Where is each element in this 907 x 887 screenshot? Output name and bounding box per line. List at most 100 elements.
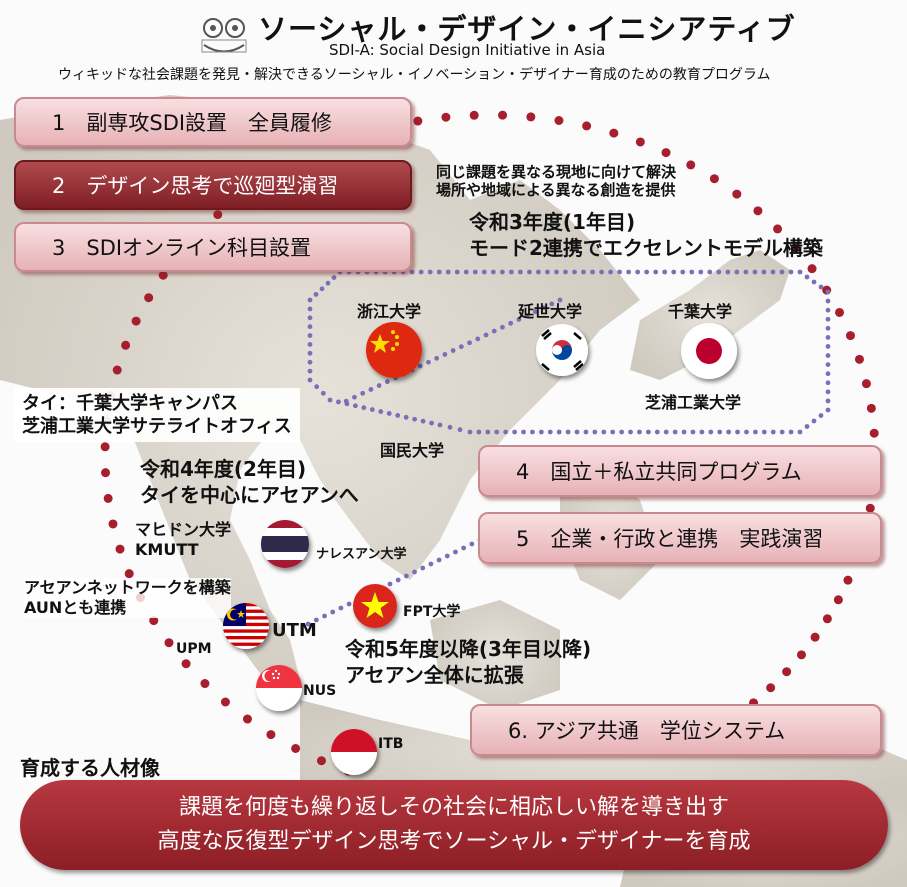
kokumin-label: 国民大学 <box>380 441 445 460</box>
purple-dot <box>549 301 555 307</box>
red-dot <box>100 442 110 452</box>
purple-dot <box>610 429 616 435</box>
purple-dot <box>320 390 326 396</box>
purple-dot <box>307 306 313 312</box>
purple-dot <box>360 390 366 396</box>
purple-dot <box>307 368 313 374</box>
purple-dot <box>825 344 831 349</box>
purple-dot <box>818 413 824 418</box>
purple-dot <box>637 429 642 435</box>
purple-dot <box>743 269 749 275</box>
purple-dot <box>476 429 482 435</box>
purple-dot <box>475 336 481 342</box>
asean-network-line-1: アセアンネットワークを構築 <box>24 578 231 597</box>
purple-dot <box>581 269 586 275</box>
bottom-line-1: 課題を何度も繰り返しその社会に相応しい解を導き出す <box>178 795 729 820</box>
red-dot <box>266 730 276 740</box>
year2-line-2: タイを中心にアセアンへ <box>140 483 359 507</box>
purple-dot <box>307 350 313 356</box>
purple-dot <box>412 569 417 575</box>
same-problem-line-2: 場所や地域による異なる創造を提供 <box>436 181 676 199</box>
purple-dot <box>617 269 623 275</box>
purple-dot <box>788 429 794 435</box>
purple-dot <box>512 429 517 435</box>
purple-dot <box>530 429 535 435</box>
talent-heading: 育成する人材像 <box>20 756 160 780</box>
red-dot <box>131 316 141 326</box>
red-dot <box>498 110 508 120</box>
purple-dot <box>330 609 336 615</box>
asean-network-note: アセアンネットワークを構築 AUNとも連携 <box>24 578 231 618</box>
year1-note: 令和3年度(1年目) モード2連携でエクセレントモデル構築 <box>469 209 823 261</box>
purple-dot <box>563 269 568 275</box>
year3-note: 令和5年度以降(3年目以降) アセアン全体に拡張 <box>345 636 591 688</box>
red-dot <box>845 331 855 341</box>
purple-dot <box>325 280 331 286</box>
purple-dot <box>516 317 522 322</box>
korea-flag-icon <box>536 324 588 376</box>
step-3-label: 3 SDIオンライン科目設置 <box>52 236 312 260</box>
purple-dot <box>322 613 327 619</box>
utm-label: UTM <box>272 620 317 641</box>
purple-dot <box>716 269 722 275</box>
purple-dot <box>825 398 831 404</box>
vietnam-flag-icon <box>353 584 397 628</box>
year1-line-1: 令和3年度(1年目) <box>469 210 636 234</box>
step-5-label: 5 企業・行政と連携 実践演習 <box>516 527 824 551</box>
purple-dot <box>434 355 440 361</box>
red-dot <box>732 189 742 199</box>
purple-dot <box>662 269 668 275</box>
china-flag-icon <box>366 322 422 378</box>
purple-dot <box>361 405 367 411</box>
purple-dot <box>689 269 695 275</box>
purple-dot <box>436 269 442 275</box>
purple-dot <box>825 307 831 313</box>
purple-dot <box>536 269 541 275</box>
purple-dot <box>761 429 767 435</box>
purple-dot <box>532 309 538 315</box>
red-dot <box>822 614 832 624</box>
red-dot <box>413 116 423 126</box>
indonesia-flag-icon <box>331 729 377 775</box>
purple-dot <box>779 269 785 275</box>
step-4-box: 4 国立＋私立共同プログラム <box>478 445 882 497</box>
red-dot <box>121 340 131 350</box>
purple-dot <box>825 325 831 331</box>
purple-dot <box>545 269 550 275</box>
purple-dot <box>524 313 530 318</box>
fpt-label: FPT大学 <box>403 604 461 620</box>
red-dot <box>753 206 763 216</box>
purple-dot <box>770 429 776 435</box>
year1-line-2: モード2連携でエクセレントモデル構築 <box>469 236 823 260</box>
purple-dot <box>626 269 632 275</box>
purple-dot <box>698 269 704 275</box>
purple-dot <box>453 549 458 555</box>
red-dot <box>554 115 564 125</box>
red-dot <box>709 174 719 184</box>
red-dot <box>865 503 875 513</box>
red-dot <box>469 110 479 120</box>
red-dot <box>835 307 845 317</box>
purple-dot <box>403 414 409 420</box>
purple-dot <box>726 429 732 435</box>
same-problem-note: 同じ課題を異なる現地に向けて解決 場所や地域による異なる創造を提供 <box>436 163 676 199</box>
red-dot <box>112 365 122 375</box>
purple-dot <box>343 398 349 404</box>
purple-dot <box>314 384 320 390</box>
purple-dot <box>412 416 418 422</box>
purple-dot <box>788 269 794 275</box>
purple-dot <box>327 397 333 403</box>
purple-dot <box>417 363 423 369</box>
purple-dot <box>403 573 409 579</box>
university-owl-logo-icon <box>201 18 247 53</box>
purple-dot <box>491 328 497 334</box>
purple-dot <box>608 269 613 275</box>
purple-dotted-network <box>305 269 831 627</box>
japan-flag-icon <box>681 323 737 379</box>
purple-dot <box>538 429 544 435</box>
red-dot <box>158 270 168 280</box>
thai-campus-line-2: 芝浦工業大学サテライトオフィス <box>22 416 292 437</box>
red-dot <box>861 379 871 389</box>
red-dot <box>164 638 174 648</box>
